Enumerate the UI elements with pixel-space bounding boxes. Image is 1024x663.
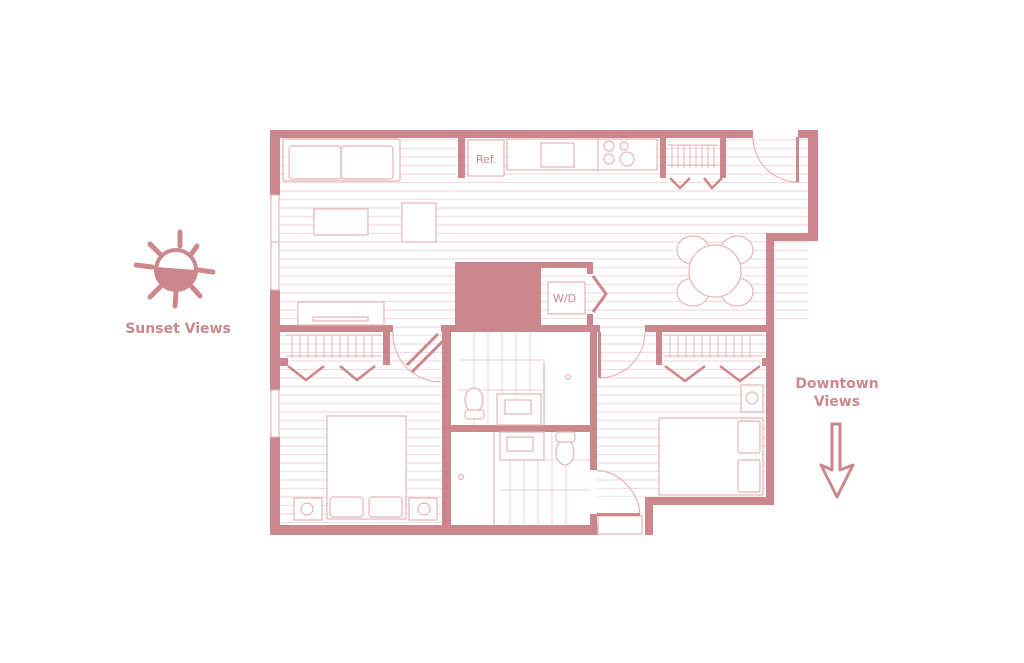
closets <box>286 144 762 383</box>
furniture <box>282 138 764 525</box>
fridge-label: Ref. <box>476 153 497 166</box>
downtown-views-label: Downtown Views <box>780 375 894 411</box>
nightstand <box>740 384 764 413</box>
doors <box>392 136 799 516</box>
nightstand <box>408 497 438 521</box>
bathroom-tiles <box>458 332 590 525</box>
downtown-views-line2: Views <box>813 394 861 410</box>
walls <box>270 130 818 535</box>
sunset-views-label: Sunset Views <box>125 321 231 337</box>
arrow-down-icon <box>819 422 855 499</box>
nightstand <box>293 497 323 521</box>
washer-dryer <box>547 281 586 315</box>
bathroom-fixtures <box>457 362 576 525</box>
washer-dryer-label: W/D <box>553 292 576 305</box>
armchair <box>401 202 437 243</box>
downtown-views-line1: Downtown <box>795 376 879 392</box>
dining-set <box>676 235 754 307</box>
sun-icon <box>133 229 216 309</box>
coffee-table <box>313 208 369 236</box>
bed-left <box>326 415 407 520</box>
bed-right <box>658 417 764 496</box>
tv-stand <box>297 301 385 326</box>
refrigerator <box>467 139 505 177</box>
kitchen-counter <box>506 138 658 171</box>
